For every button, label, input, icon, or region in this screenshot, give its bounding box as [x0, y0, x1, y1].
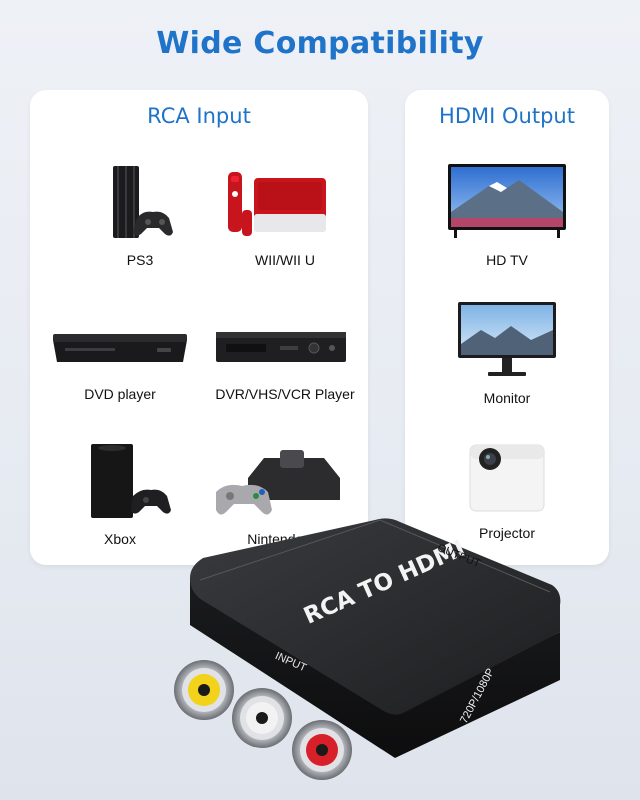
device-dvr-vhs-vcr: DVR/VHS/VCR Player [210, 320, 360, 410]
ps3-console-icon [65, 160, 215, 250]
device-label: DVR/VHS/VCR Player [215, 386, 355, 402]
wii-console-icon [210, 160, 360, 250]
device-xbox: Xbox [45, 440, 195, 547]
rca-input-title: RCA Input [147, 104, 251, 128]
device-label: Nintendo 64 [247, 531, 323, 547]
device-label: HD TV [486, 252, 528, 268]
device-dvd-player: DVD player [45, 320, 195, 410]
device-label: DVD player [84, 386, 156, 402]
adapter-resolution-label: 720P/1080P [458, 666, 498, 726]
device-wii: WII/WII U [210, 160, 360, 268]
device-projector: Projector [432, 435, 582, 541]
dvd-player-icon [45, 320, 195, 410]
device-hd-tv: HD TV [432, 160, 582, 268]
device-monitor: Monitor [432, 300, 582, 406]
tv-icon [432, 160, 582, 250]
device-label: Xbox [104, 531, 136, 547]
device-ps3: PS3 [65, 160, 215, 268]
rca-input-panel: RCA Input PS3 [30, 90, 368, 565]
xbox-console-icon [45, 440, 195, 530]
adapter-input-label: INPUT [273, 650, 309, 675]
dvr-recorder-icon [210, 320, 360, 410]
hdmi-output-title: HDMI Output [439, 104, 575, 128]
projector-icon [432, 435, 582, 525]
page-headline: Wide Compatibility [156, 26, 484, 61]
device-label: WII/WII U [255, 252, 315, 268]
nintendo-64-icon [210, 440, 360, 530]
device-nintendo-64: Nintendo 64 [210, 440, 360, 547]
device-label: PS3 [126, 252, 154, 268]
monitor-icon [432, 300, 582, 390]
hdmi-output-panel: HDMI Output HD TV [405, 90, 609, 565]
device-label: Monitor [483, 390, 531, 406]
